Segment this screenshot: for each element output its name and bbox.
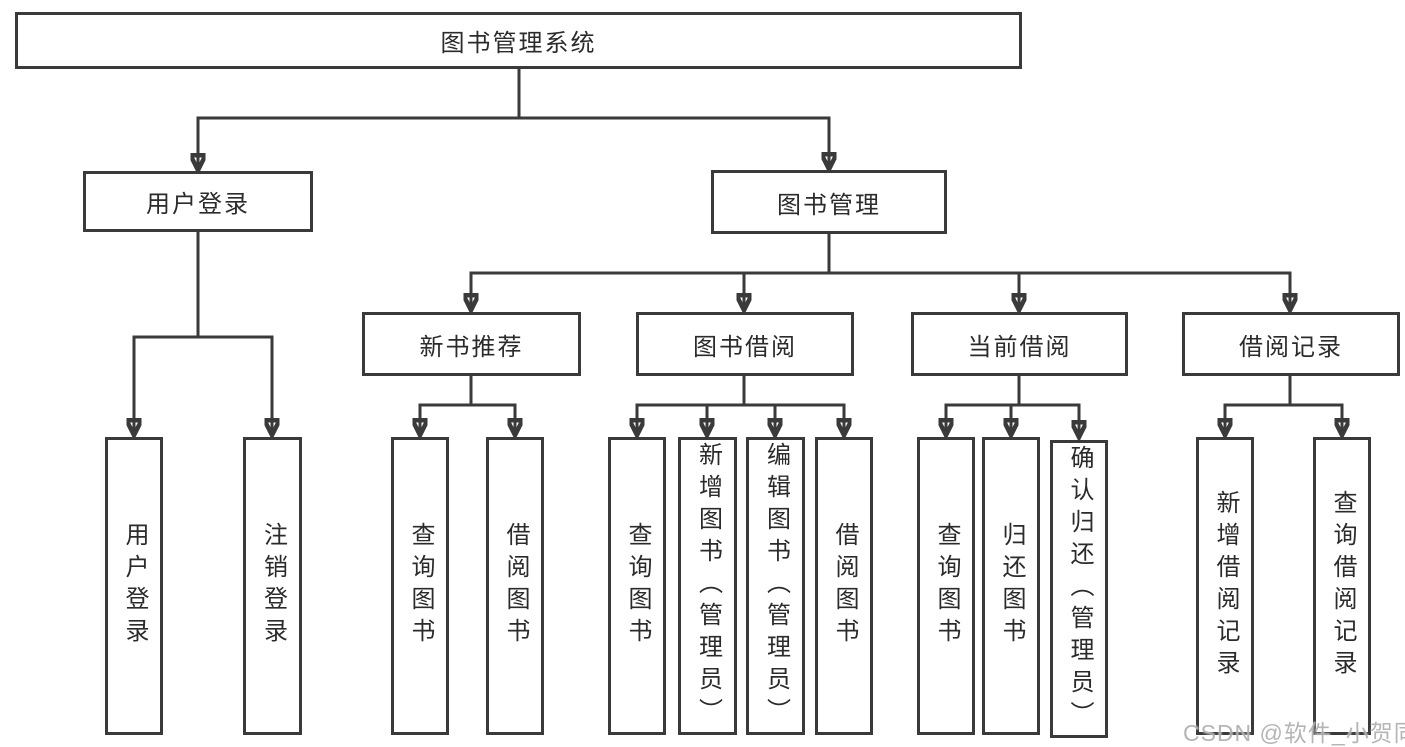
node-label: 用户登录 bbox=[146, 191, 250, 218]
leaf-borrow-book-recommend: 借阅图书 bbox=[486, 437, 544, 735]
node-label: 借阅记录 bbox=[1239, 333, 1343, 361]
node-label: 新增借阅记录 bbox=[1212, 490, 1239, 682]
node-label: 图书借阅 bbox=[693, 333, 797, 361]
leaf-query-book-borrow: 查询图书 bbox=[608, 437, 666, 735]
node-label: 当前借阅 bbox=[967, 333, 1072, 361]
leaf-confirm-return-admin: 确认归还（管理员） bbox=[1050, 440, 1108, 738]
node-new-book-recommendation: 新书推荐 bbox=[362, 312, 581, 376]
node-book-management: 图书管理 bbox=[711, 170, 947, 234]
leaf-borrow-book: 借阅图书 bbox=[815, 437, 873, 735]
node-borrowing-records: 借阅记录 bbox=[1182, 312, 1400, 376]
node-label: 查询图书 bbox=[407, 522, 434, 650]
node-label: 编辑图书（管理员） bbox=[762, 442, 790, 730]
node-label: 借阅图书 bbox=[831, 522, 858, 650]
leaf-edit-book-admin: 编辑图书（管理员） bbox=[746, 437, 805, 735]
leaf-query-book-current: 查询图书 bbox=[917, 437, 975, 735]
leaf-add-borrow-record: 新增借阅记录 bbox=[1196, 437, 1254, 735]
node-label: 图书管理 bbox=[777, 191, 881, 219]
csdn-watermark: CSDN @软件_小贺同学 bbox=[1183, 720, 1405, 746]
node-label: 查询图书 bbox=[624, 522, 651, 650]
leaf-logout-login: 注销登录 bbox=[243, 437, 302, 735]
node-label: 借阅图书 bbox=[502, 522, 529, 650]
node-label: 查询图书 bbox=[933, 522, 960, 650]
node-label: 新增图书（管理员） bbox=[694, 442, 722, 730]
node-book-borrowing: 图书借阅 bbox=[636, 312, 854, 376]
node-label: 图书管理系统 bbox=[440, 30, 597, 57]
node-current-borrowing: 当前借阅 bbox=[911, 312, 1128, 376]
node-library-management-system: 图书管理系统 bbox=[15, 12, 1022, 69]
leaf-query-borrow-record: 查询借阅记录 bbox=[1313, 437, 1371, 735]
leaf-user-login: 用户登录 bbox=[105, 437, 163, 735]
node-label: 确认归还（管理员） bbox=[1066, 445, 1093, 733]
node-label: 注销登录 bbox=[259, 522, 287, 650]
node-label: 查询借阅记录 bbox=[1329, 490, 1356, 682]
node-label: 归还图书 bbox=[998, 522, 1025, 650]
node-label: 新书推荐 bbox=[419, 333, 524, 361]
node-label: 用户登录 bbox=[121, 522, 148, 650]
leaf-add-book-admin: 新增图书（管理员） bbox=[678, 437, 737, 735]
leaf-query-book-recommend: 查询图书 bbox=[391, 437, 449, 735]
leaf-return-book: 归还图书 bbox=[982, 437, 1040, 735]
node-user-login: 用户登录 bbox=[83, 171, 313, 232]
